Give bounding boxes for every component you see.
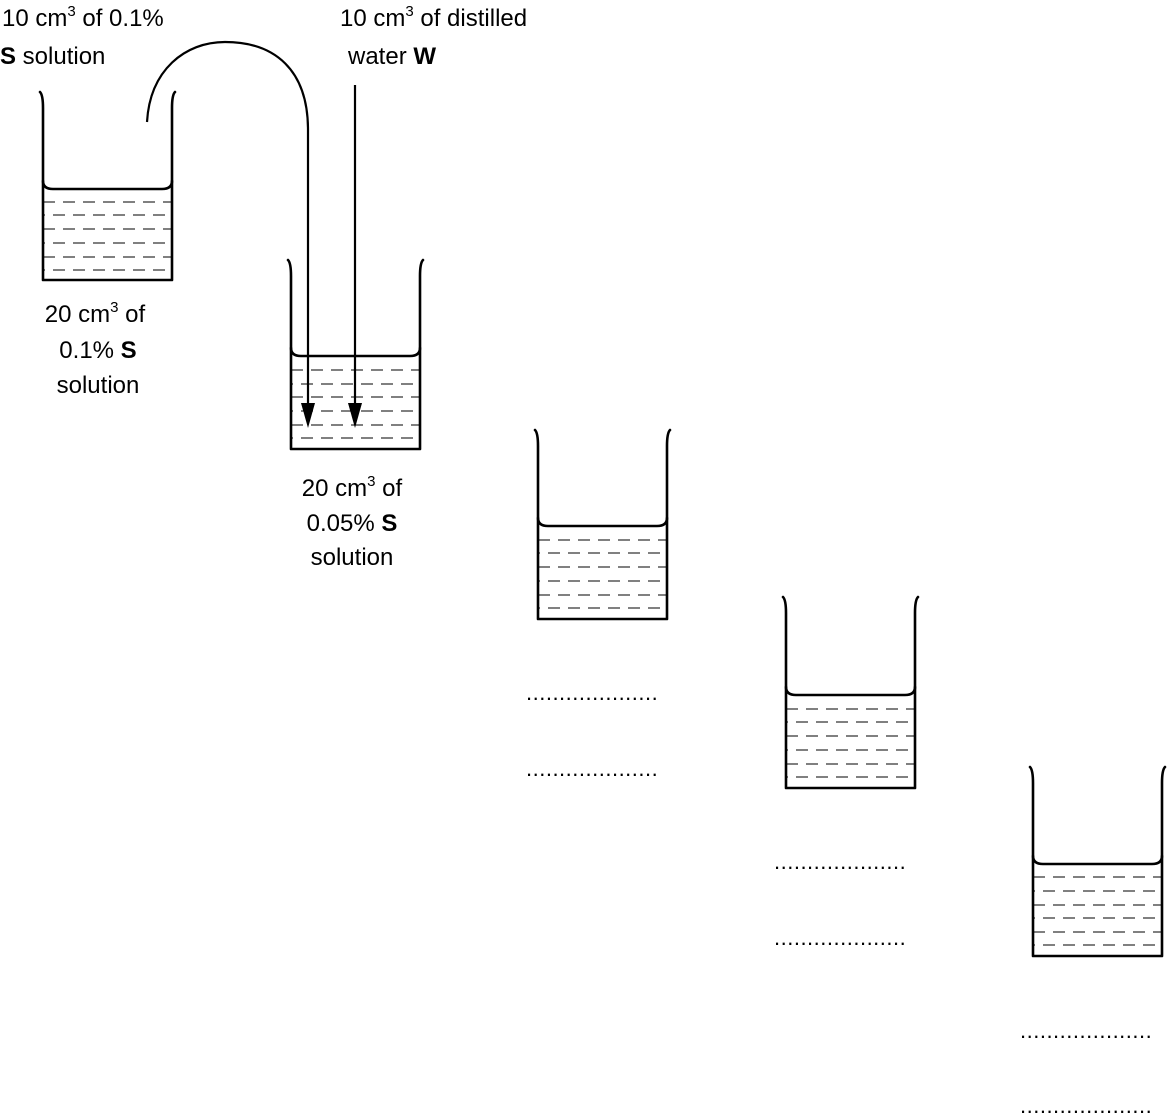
- liquid-lines-4: [786, 708, 915, 778]
- arrow-head-s: [301, 403, 315, 428]
- pipette-s-label-line1: 10 cm3 of 0.1%: [2, 3, 164, 32]
- beaker-1-label-line1: 20 cm3 of: [45, 299, 146, 328]
- beaker-5: [1028, 765, 1167, 958]
- liquid-lines-3: [538, 539, 667, 609]
- liquid-lines-1: [43, 201, 172, 271]
- beaker-4: [781, 595, 920, 790]
- beaker-2-label-line2: 0.05% S: [307, 510, 398, 537]
- beaker-5-blank-2[interactable]: ....................: [1020, 1093, 1152, 1118]
- beaker-2-label-line3: solution: [311, 544, 394, 571]
- beaker-2-label-line1: 20 cm3 of: [302, 473, 403, 502]
- beaker-1-label-line3: solution: [57, 372, 140, 399]
- beaker-3-blank-1[interactable]: ....................: [526, 680, 658, 705]
- beaker-4-blank-2[interactable]: ....................: [774, 925, 906, 950]
- arrow-head-w: [348, 403, 362, 428]
- beaker-2: [286, 258, 425, 451]
- beaker-3-blank-2[interactable]: ....................: [526, 756, 658, 781]
- transfer-tube-s: [145, 40, 310, 405]
- beaker-1-label-line2: 0.1% S: [59, 337, 136, 364]
- pipette-w-label-line2: water W: [347, 43, 436, 70]
- beaker-5-blank-1[interactable]: ....................: [1020, 1018, 1152, 1043]
- liquid-lines-5: [1033, 876, 1162, 946]
- liquid-lines-2: [291, 369, 420, 439]
- beaker-4-blank-1[interactable]: ....................: [774, 849, 906, 874]
- beaker-3: [533, 428, 672, 621]
- pipette-w-label-line1: 10 cm3 of distilled: [340, 3, 527, 32]
- beaker-1: [38, 90, 177, 282]
- pipette-s-label-line2: S solution: [0, 43, 105, 70]
